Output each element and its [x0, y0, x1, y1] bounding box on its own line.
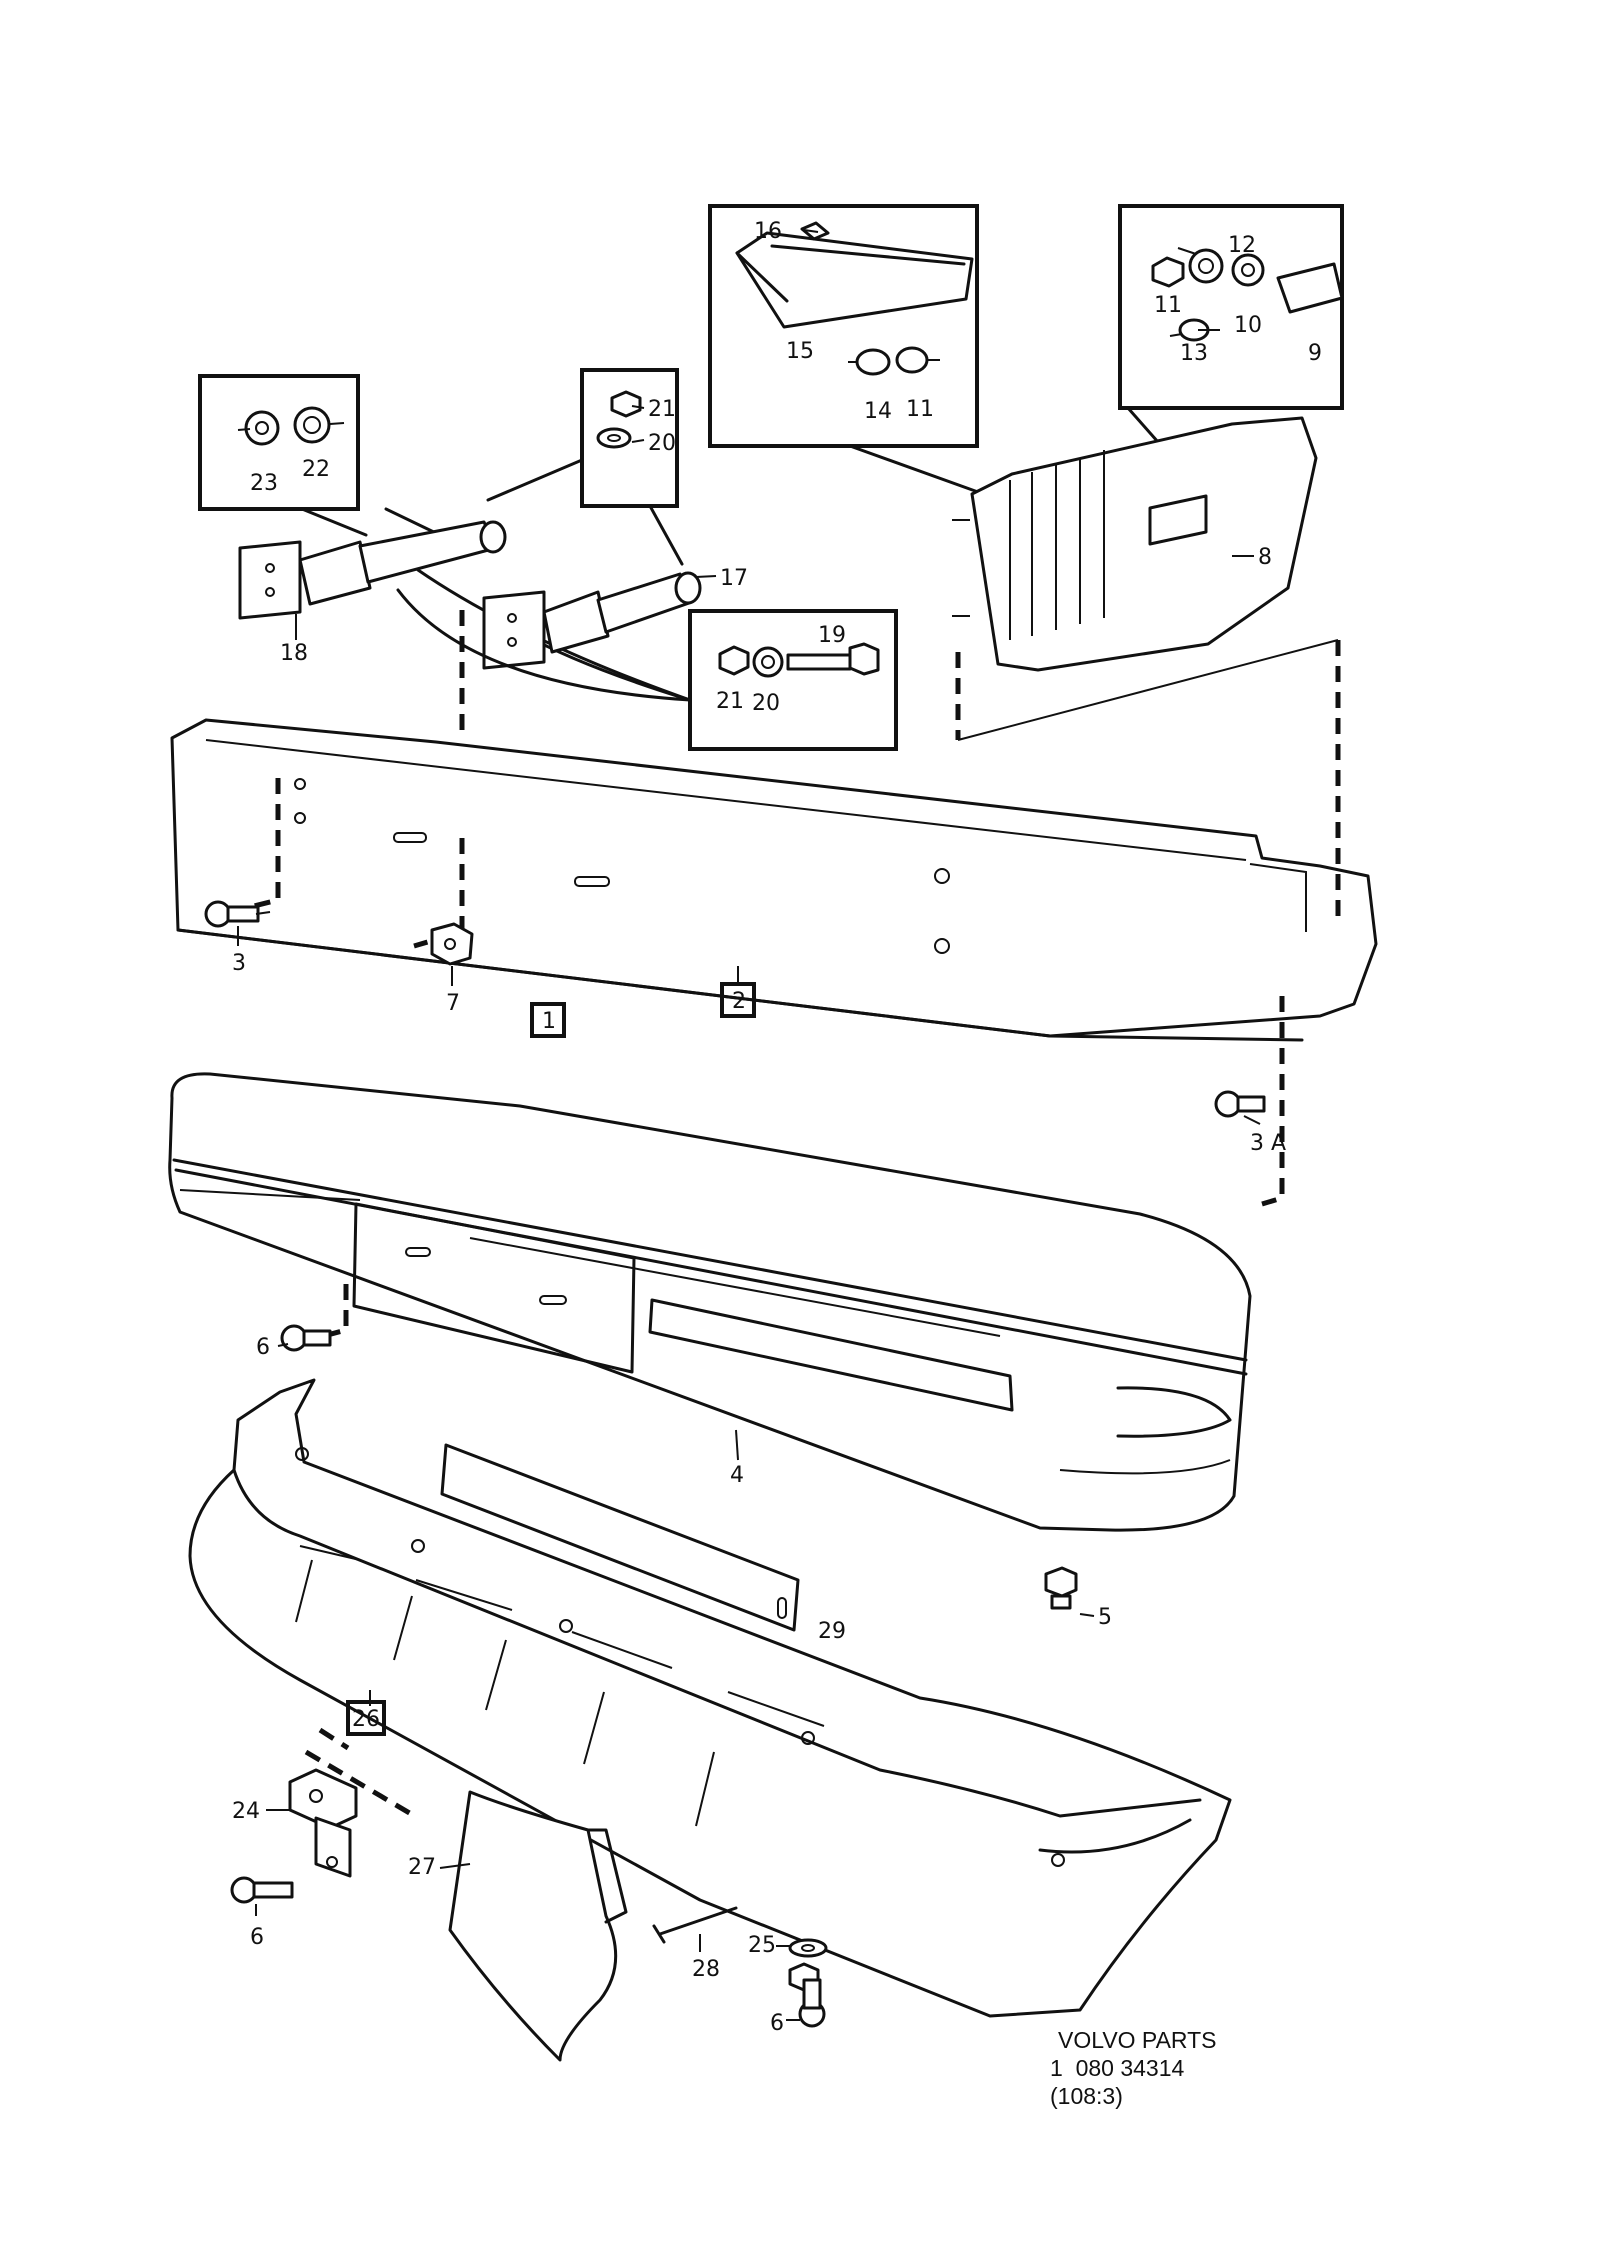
callout-29: 29	[818, 1619, 846, 1644]
callout-22: 22	[302, 457, 330, 482]
bolt-3a	[1214, 1090, 1266, 1118]
clip-nut-7	[430, 922, 474, 966]
bolt-6-lower-left	[230, 1876, 294, 1904]
callout-26: 26	[352, 1707, 380, 1732]
callout-19: 19	[818, 623, 846, 648]
callout-27: 27	[408, 1855, 436, 1880]
callout-17: 17	[720, 566, 748, 591]
callout-21: 21	[648, 397, 676, 422]
detail-box-bracket-15-16	[708, 204, 979, 448]
callout-13: 13	[1180, 341, 1208, 366]
fastener-28	[652, 1906, 738, 1944]
lower-spoiler	[188, 1378, 1232, 2018]
detail-box-washers-22-23	[198, 374, 360, 511]
callout-box-2	[720, 982, 756, 1018]
callout-28: 28	[692, 1957, 720, 1982]
grommet-5	[1044, 1566, 1078, 1610]
callout-box-26	[346, 1700, 386, 1736]
bumper-cover-4	[168, 1072, 1252, 1532]
splash-panel-27	[448, 1790, 628, 2062]
callout-leaders	[237, 229, 1261, 2021]
callout-6: 6	[770, 2011, 784, 2036]
callout-23: 23	[250, 471, 278, 496]
callout-2: 2	[732, 989, 746, 1014]
callout-18: 18	[280, 641, 308, 666]
callout-3: 3	[232, 951, 246, 976]
callout-4: 4	[730, 1463, 744, 1488]
callout-8: 8	[1258, 545, 1272, 570]
callout-7: 7	[446, 991, 460, 1016]
bumper-steel-bar	[170, 718, 1378, 1042]
callout-11: 11	[906, 397, 934, 422]
callout-15: 15	[786, 339, 814, 364]
mount-swing-arc	[396, 588, 692, 702]
mounting-bracket-17	[482, 571, 702, 670]
reinforcement-strip-29	[440, 1443, 800, 1632]
callout-1: 1	[542, 1009, 556, 1034]
callout-9: 9	[1308, 341, 1322, 366]
callout-20: 20	[752, 691, 780, 716]
detail-box-hardware-9-13	[1118, 204, 1344, 410]
bracket-24	[288, 1768, 358, 1878]
bolt-6-lower-right	[798, 1978, 826, 2028]
detail-box-nut-washer-20-21	[580, 368, 679, 508]
caption-line-1: VOLVO PARTS	[1058, 2027, 1217, 2053]
box-leader-lines	[300, 406, 1160, 702]
callout-24: 24	[232, 1799, 260, 1824]
callout-12: 12	[1228, 233, 1256, 258]
callout-21: 21	[716, 689, 744, 714]
callout-6: 6	[250, 1925, 264, 1950]
callout-11: 11	[1154, 293, 1182, 318]
callout-box-1	[530, 1002, 566, 1038]
callout-14: 14	[864, 399, 892, 424]
callout-6: 6	[256, 1335, 270, 1360]
callout-10: 10	[1234, 313, 1262, 338]
callout-20: 20	[648, 431, 676, 456]
detail-box-bolt-19-20-21	[688, 609, 898, 751]
caption-line-2: 1 080 34314	[1050, 2055, 1185, 2081]
callout-3a: 3 A	[1250, 1131, 1286, 1156]
bolt-6-upper	[280, 1324, 332, 1352]
callout-5: 5	[1098, 1605, 1112, 1630]
callout-16: 16	[754, 219, 782, 244]
bolt-3	[204, 900, 271, 928]
guard-bellows-8	[952, 416, 1318, 672]
callout-25: 25	[748, 1933, 776, 1958]
mounting-bracket-18	[238, 520, 507, 620]
caption-line-3: (108:3)	[1050, 2083, 1123, 2109]
